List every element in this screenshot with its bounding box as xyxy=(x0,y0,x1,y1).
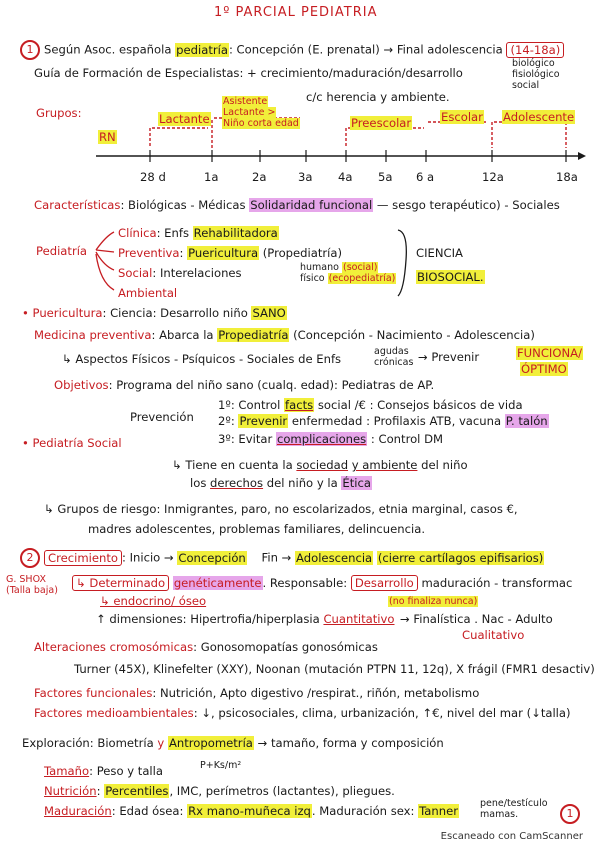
tick-label-5a: 5a xyxy=(378,170,393,184)
maduracion-line: Maduración: Edad ósea: Rx mano-muñeca iz… xyxy=(44,804,459,818)
pedsoc-line-1: ↳ Tiene en cuenta la sociedad y ambiente… xyxy=(172,458,468,472)
tl-escolar: Escolar xyxy=(440,110,484,124)
tick-label-1a: 1a xyxy=(204,170,219,184)
tick-label-3a: 3a xyxy=(298,170,313,184)
factores-medioambientales-line: Factores medioambientales: ↓, psicosocia… xyxy=(34,706,571,720)
tick-label-28d: 28 d xyxy=(140,170,166,184)
pedsoc-riesgo-2: madres adolescentes, problemas familiare… xyxy=(88,522,425,536)
biosocial-label: BIOSOCIAL. xyxy=(416,270,485,284)
grupos-label: Grupos: xyxy=(36,106,82,120)
pediatria-label: Pediatría xyxy=(36,244,88,258)
tl-preescolar: Preescolar xyxy=(350,116,413,130)
sindromes-line: Turner (45X), Klinefelter (XXY), Noonan … xyxy=(74,662,595,676)
tl-rn: RN xyxy=(98,130,117,144)
dimensiones-line: ↑ dimensiones: Hipertrofia/hiperplasia C… xyxy=(96,612,395,626)
ped-social-types: humano (social) físico (ecopediatría) xyxy=(300,262,397,284)
page-number-badge: 1 xyxy=(560,804,580,824)
section-number-badge: 1 xyxy=(20,40,40,60)
factores-funcionales-line: Factores funcionales: Nutrición, Apto di… xyxy=(34,686,480,700)
alteraciones-line: Alteraciones cromosómicas: Gonosomopatía… xyxy=(34,640,378,654)
pediatria-social-heading: • Pediatría Social xyxy=(22,436,122,450)
prevencion-1: 1º: Control facts social /€ : Consejos b… xyxy=(218,398,523,412)
tick-label-6a: 6 a xyxy=(416,170,435,184)
tamano-line: Tamaño: Peso y talla xyxy=(44,764,163,778)
imc-formula: P+Ks/m² xyxy=(200,760,242,771)
tl-adolescente: Adolescente xyxy=(502,110,576,124)
medprev-funciona: FUNCIONA/ xyxy=(516,346,583,360)
no-finaliza: (no finaliza nunca) xyxy=(388,596,479,607)
endocrino-oseo: ↳ endocrino/ óseo xyxy=(100,594,207,608)
exploracion-line: Exploración: Biometría y Antropometría →… xyxy=(22,736,444,750)
prevencion-2: 2º: Prevenir enfermedad : Profilaxis ATB… xyxy=(218,414,549,428)
prevencion-3: 3º: Evitar complicaciones : Control DM xyxy=(218,432,444,446)
caracteristicas-line: Características: Biológicas - Médicas So… xyxy=(34,198,560,212)
section-number-badge: 2 xyxy=(20,548,40,568)
cualitativo-label: Cualitativo xyxy=(462,628,525,642)
ciencia-label: CIENCIA xyxy=(416,246,463,260)
tick-label-18a: 18a xyxy=(556,170,578,184)
page-title: 1º PARCIAL PEDIATRIA xyxy=(214,5,378,20)
pedsoc-riesgo-1: ↳ Grupos de riesgo: Inmigrantes, paro, n… xyxy=(44,502,518,516)
tl-lactante: Lactante xyxy=(158,112,211,126)
nutricion-line: Nutrición: Percentiles, IMC, perímetros … xyxy=(44,784,395,798)
tick-label-4a: 4a xyxy=(338,170,353,184)
ped-ambiental: Ambiental xyxy=(118,286,178,300)
pedsoc-line-2: los derechos del niño y la Ética xyxy=(190,476,372,490)
shox-note: G. SHOX(Talla baja) xyxy=(6,574,58,596)
objetivos-line: Objetivos: Programa del niño sano (cualq… xyxy=(54,378,435,392)
timeline-arrow-icon xyxy=(578,152,586,160)
ped-social: Social: Interelaciones xyxy=(118,266,242,280)
tick-label-2a: 2a xyxy=(252,170,267,184)
section-1-line-3: c/c herencia y ambiente. xyxy=(306,90,450,104)
ped-preventiva: Preventiva: Puericultura (Propediatría) xyxy=(118,246,343,260)
tl-lactante-mayor: Asistente Lactante > Niño corta edad xyxy=(222,96,300,129)
puericultura-line: • Puericultura: Ciencia: Desarrollo niño… xyxy=(22,306,287,320)
tick-label-12a: 12a xyxy=(482,170,504,184)
medprev-line-2: ↳ Aspectos Físicos - Psíquicos - Sociale… xyxy=(62,352,342,366)
prevencion-label: Prevención xyxy=(130,410,194,424)
determinado-line: ↳ Determinado genéticamente. Responsable… xyxy=(72,575,572,591)
medprev-optimo: ÓPTIMO xyxy=(520,362,568,376)
section-1-line-2: Guía de Formación de Especialistas: + cr… xyxy=(34,66,463,80)
ped-clinica: Clínica: Enfs Rehabilitadora xyxy=(118,226,279,240)
scanner-footer: Escaneado con CamScanner xyxy=(440,831,583,842)
medprev-prevenir: → Prevenir xyxy=(418,350,480,364)
timeline-ticks xyxy=(149,150,567,162)
medprev-line-1: Medicina preventiva: Abarca la Propediat… xyxy=(34,328,535,342)
finalistica-line: → Finalística . Nac - Adulto xyxy=(400,612,553,626)
